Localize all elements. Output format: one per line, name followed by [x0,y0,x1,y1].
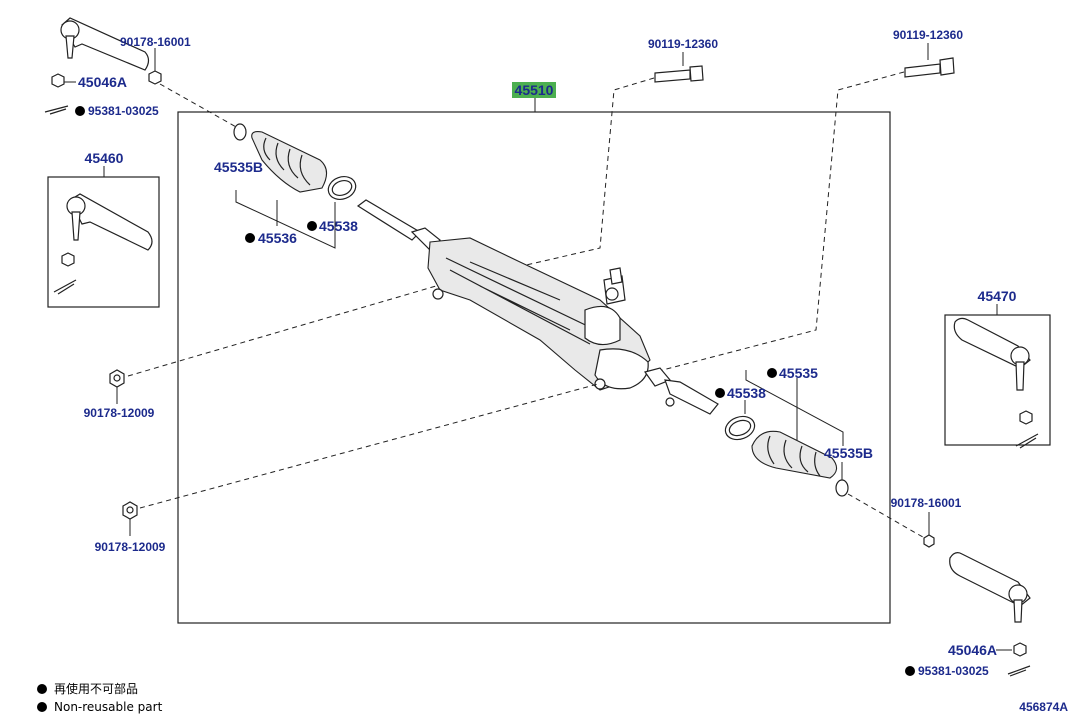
tie-rod-end-bottom-right [949,552,1031,623]
clip-left-45538 [327,176,357,200]
label-45535[interactable]: 45535 [779,365,818,381]
castle-nut-bottom [1013,642,1027,657]
label-45046A-bottom[interactable]: 45046A [948,642,997,658]
legend-text-en: Non-reusable part [54,700,163,714]
label-90178-16001-top[interactable]: 90178-16001 [120,35,191,49]
label-45536[interactable]: 45536 [258,230,297,246]
label-90119-12360-center[interactable]: 90119-12360 [648,37,718,51]
cotter-pin-top [44,105,69,115]
label-45460[interactable]: 45460 [85,150,124,166]
label-45538-left[interactable]: 45538 [319,218,358,234]
bolt-center-90119-12360 [654,65,704,83]
label-90119-12360-right[interactable]: 90119-12360 [893,28,963,42]
legend-text-jp: 再使用不可部品 [54,681,138,696]
legend-dot-en [37,702,47,712]
non-reusable-dot-cotter-bottom [905,666,915,676]
label-90178-12009-upper[interactable]: 90178-12009 [84,406,155,420]
figure-code: 456874A [1019,700,1068,714]
label-45538-right[interactable]: 45538 [727,385,766,401]
assembly-highlight [512,82,556,98]
nut-bottom-90178-16001 [923,534,935,548]
clamp-left-45535B [233,123,247,141]
nut-mid-upper-90178-12009 [109,369,125,388]
legend-dot-jp [37,684,47,694]
cotter-pin-bottom [1007,665,1031,677]
bolt-right-90119-12360 [904,57,955,78]
non-reusable-dot-45538-right [715,388,725,398]
nut-mid-lower-90178-12009 [122,501,138,520]
clamp-right-45535B [835,479,849,497]
steering-rack-assembly [356,199,719,415]
non-reusable-dot-45535 [767,368,777,378]
nut-top-90178-16001 [148,70,162,85]
label-45535B-left[interactable]: 45535B [214,159,263,175]
inset-lh-tie-rod-end [53,193,153,295]
boot-left-45536 [251,131,328,193]
label-45510[interactable]: 45510 [515,82,554,98]
boot-right-45535 [751,430,838,479]
clip-right-45538 [724,415,756,441]
label-90178-16001-bottom[interactable]: 90178-16001 [891,496,962,510]
inset-rh-tie-rod-end [953,317,1039,449]
castle-nut-top [51,73,65,88]
label-95381-03025-top[interactable]: 95381-03025 [88,104,159,118]
assembly-frame [177,111,891,624]
label-45470[interactable]: 45470 [978,288,1017,304]
non-reusable-dot-45538-left [307,221,317,231]
label-45046A-top[interactable]: 45046A [78,74,127,90]
label-90178-12009-lower[interactable]: 90178-12009 [95,540,166,554]
non-reusable-dot-45536 [245,233,255,243]
tie-rod-end-top-left [60,17,150,71]
non-reusable-dot-cotter-top [75,106,85,116]
label-95381-03025-bottom[interactable]: 95381-03025 [918,664,989,678]
label-45535B-right[interactable]: 45535B [824,445,873,461]
